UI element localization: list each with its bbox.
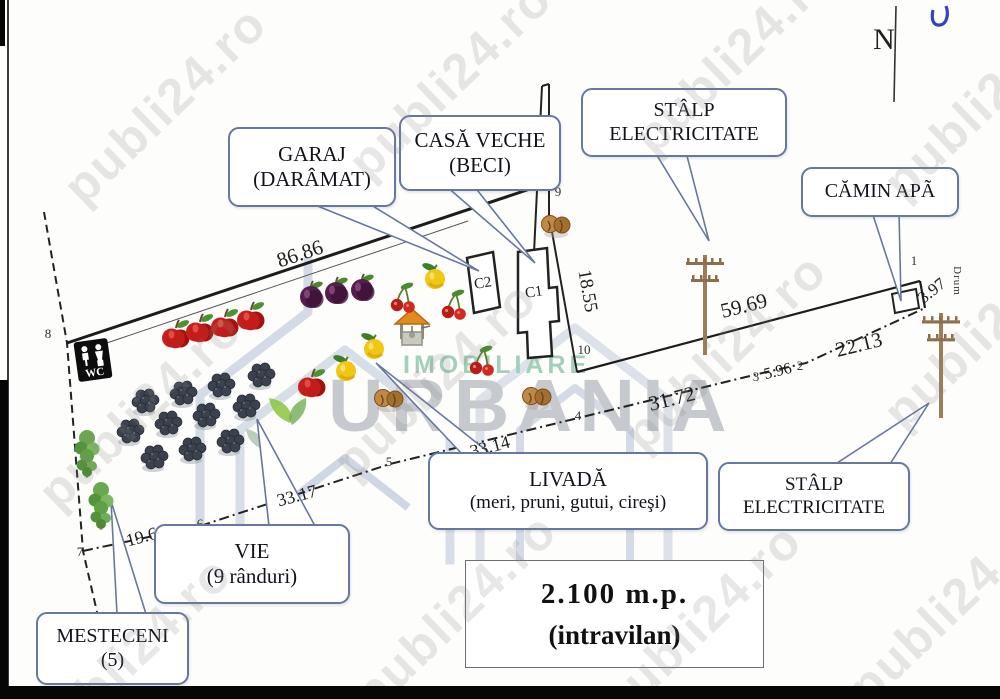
camin-apa-box — [890, 287, 921, 315]
west-boundary-dashed — [43, 211, 98, 613]
wc-label: WC — [85, 366, 105, 381]
leader-camin-apa — [870, 211, 902, 302]
plum-icon — [324, 275, 350, 305]
walnut-icon — [521, 386, 552, 411]
north-boundary-86-86 — [66, 186, 534, 345]
grapes-icon — [207, 372, 236, 401]
grapes-icon — [154, 410, 183, 439]
plum-icon — [299, 279, 325, 309]
cherry-icon — [468, 343, 495, 377]
grapes-icon — [140, 444, 169, 473]
building-c1 — [516, 246, 561, 360]
south-boundary-dashed — [82, 307, 926, 552]
grapes-icon — [178, 436, 207, 465]
leader-garaj — [309, 199, 480, 272]
apple-icon — [297, 366, 328, 399]
plot-icons — [73, 214, 571, 532]
leader-mesteceni — [110, 500, 148, 615]
leader-stalp-bottom — [831, 402, 930, 466]
grapes-icon — [247, 362, 276, 391]
quince-icon — [419, 260, 447, 291]
grapes-icon — [116, 418, 145, 447]
wc-icon: WC — [73, 338, 113, 382]
plum-icon — [350, 272, 376, 302]
apple-icon — [210, 306, 241, 339]
grapes-icon — [131, 388, 160, 417]
tree-icon — [87, 480, 115, 532]
well-icon — [393, 307, 431, 346]
electricity-pole-icon — [922, 313, 960, 418]
north-arrow — [893, 5, 897, 103]
access-strip-north-line — [576, 279, 927, 374]
handwritten-mark-icon — [930, 5, 949, 27]
quince-icon — [330, 352, 358, 383]
walnut-icon — [540, 214, 571, 239]
leader-stalp-top — [653, 151, 710, 242]
grapes-icon — [232, 393, 261, 422]
building-c2 — [465, 250, 502, 315]
electricity-pole-icon — [686, 255, 724, 355]
leader-vie — [256, 418, 317, 527]
apple-icon — [185, 311, 216, 344]
tree-icon — [73, 428, 101, 480]
quince-icon — [358, 330, 386, 361]
apple-icon — [236, 299, 267, 332]
grapes-icon — [192, 402, 221, 431]
grapes-icon — [169, 380, 198, 409]
cherry-icon — [440, 287, 467, 321]
cherry-icon — [389, 280, 416, 314]
grapes-icon — [216, 428, 245, 457]
walnut-icon — [373, 388, 404, 413]
